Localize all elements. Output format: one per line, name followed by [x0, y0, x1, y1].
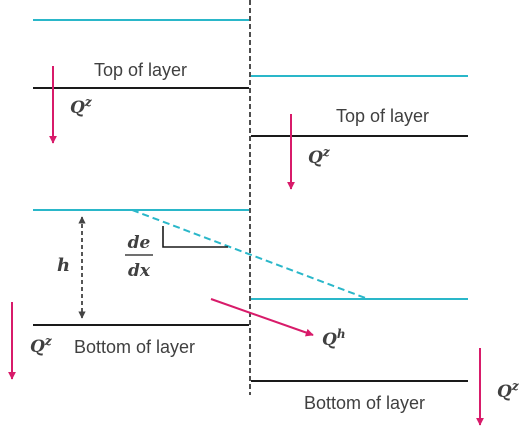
thickness-symbol: h	[57, 255, 70, 276]
qz-symbol-bottom-left: Qz	[30, 334, 53, 357]
qz-symbol-top-right: Qz	[308, 145, 331, 168]
bottom-of-layer-label-left: Bottom of layer	[74, 337, 195, 357]
qz-symbol-bottom-right: Qz	[497, 379, 520, 402]
top-of-layer-label-right: Top of layer	[336, 106, 429, 126]
top-of-layer-label-left: Top of layer	[94, 60, 187, 80]
qz-symbol-top-left: Qz	[70, 95, 93, 118]
water-table-gradient-line	[131, 209, 369, 300]
horizontal-flux-arrow	[210, 298, 314, 337]
gradient-numerator: de	[128, 233, 151, 253]
gradient-denominator: dx	[128, 261, 151, 281]
slope-triangle	[162, 226, 228, 248]
bottom-of-layer-label-right: Bottom of layer	[304, 393, 425, 413]
qh-symbol: Qh	[322, 327, 346, 350]
